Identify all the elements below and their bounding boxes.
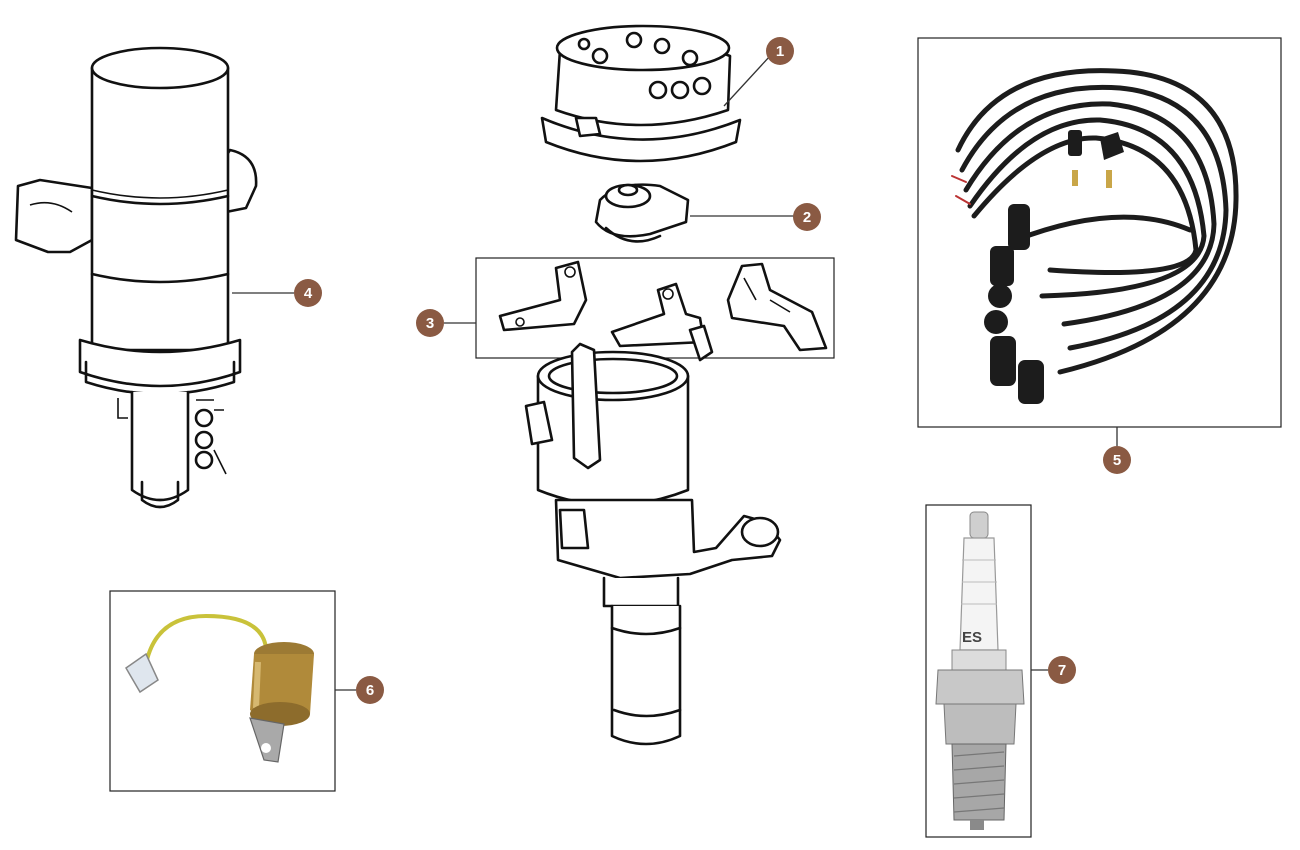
callout-1: 1 — [766, 37, 794, 65]
rotor-arm-drawing — [594, 183, 690, 243]
condenser-frame — [109, 590, 336, 792]
distributor-body-drawing — [524, 324, 782, 746]
callout-4-label: 4 — [304, 285, 313, 302]
ht-leads-frame — [917, 37, 1282, 428]
callout-2: 2 — [793, 203, 821, 231]
ignition-coil-drawing — [14, 46, 258, 509]
callout-6: 6 — [356, 676, 384, 704]
callout-3-label: 3 — [426, 315, 434, 332]
condenser-image — [125, 613, 314, 763]
contact-set-drawing — [498, 260, 828, 352]
callout-5: 5 — [1103, 446, 1131, 474]
spark-plug-brand-marking: ES — [962, 629, 982, 646]
callout-6-label: 6 — [366, 682, 374, 699]
callout-2-label: 2 — [803, 209, 811, 226]
callout-3: 3 — [416, 309, 444, 337]
spark-plug-frame — [925, 504, 1032, 838]
spark-plug-image: ES — [935, 511, 1025, 830]
callout-1-label: 1 — [776, 43, 784, 60]
ht-leads-image — [951, 68, 1239, 404]
callout-5-label: 5 — [1113, 452, 1121, 469]
callout-7: 7 — [1048, 656, 1076, 684]
callout-4: 4 — [294, 279, 322, 307]
distributor-cap-drawing — [540, 24, 742, 163]
callout-7-label: 7 — [1058, 662, 1066, 679]
